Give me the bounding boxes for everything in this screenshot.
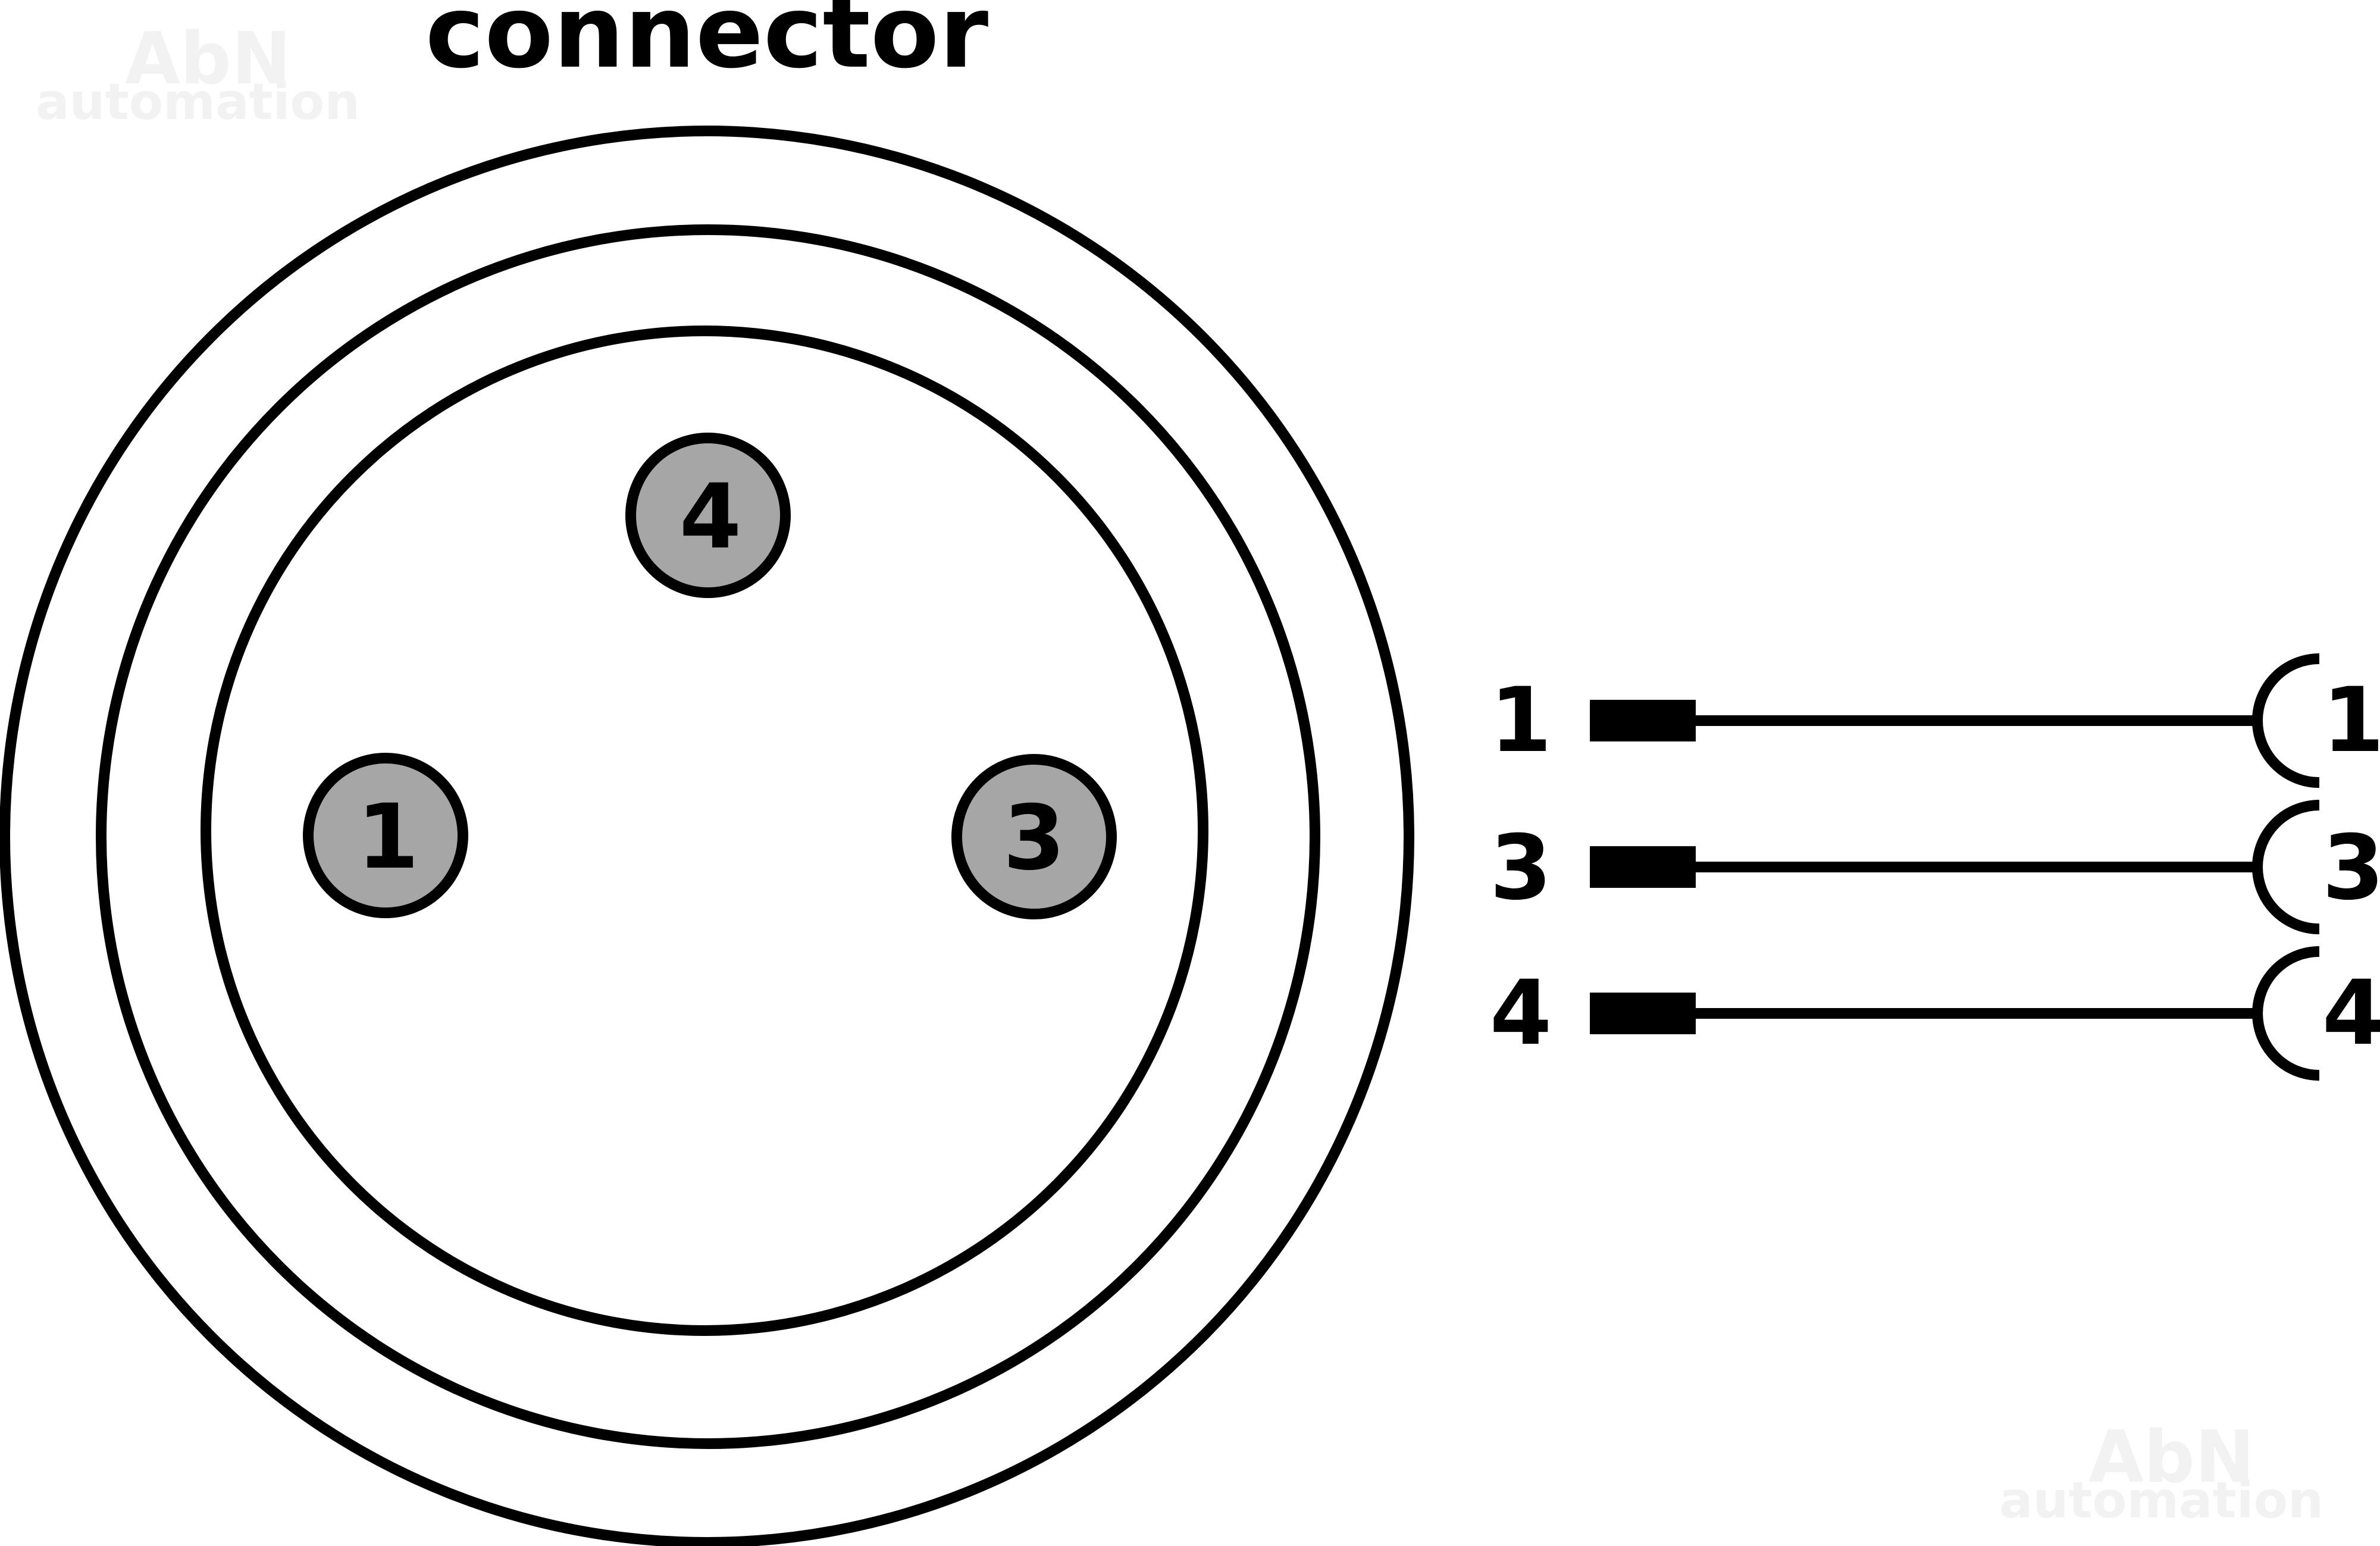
wire-3: 3 3 [1490,800,2380,934]
inner-ring [201,326,1208,1336]
middle-ring [96,224,1320,1449]
wire-4: 4 4 [1490,946,2380,1081]
wire-3-socket-icon [2252,800,2320,934]
wire-4-right-label: 4 [2322,962,2380,1065]
watermark-top-left: AbN automation [36,18,360,131]
wire-3-right-label: 3 [2322,816,2380,920]
wire-3-plug-terminal [1590,846,1696,888]
wire-1: 1 1 [1490,653,2380,788]
watermark-title: AbN [2088,1416,2254,1499]
watermark-title: AbN [125,18,291,101]
wire-1-right-label: 1 [2322,669,2380,772]
pin-4: 4 [625,433,791,598]
pin-3-contact [951,754,1117,919]
wire-1-socket-icon [2252,653,2320,788]
wire-1-plug-terminal [1590,700,1696,741]
pin-4-label: 4 [679,465,741,569]
pin-3: 3 [951,754,1117,919]
wire-3-left-label: 3 [1490,816,1552,920]
watermark-subtitle: automation [1999,1471,2323,1529]
pin-4-contact [625,433,791,598]
connector-face [0,126,1414,1546]
pin-3-label: 3 [1003,787,1065,890]
wire-1-left-label: 1 [1490,669,1552,772]
watermark-bottom-right: AbN automation [1999,1416,2323,1529]
pin-1-label: 1 [357,785,419,889]
watermark-subtitle: automation [36,73,360,131]
pin-1-contact [303,753,468,918]
wire-4-left-label: 4 [1490,962,1552,1065]
pin-1: 1 [303,753,468,918]
wire-4-socket-icon [2252,946,2320,1081]
diagram-title: connector [425,0,988,90]
wire-4-plug-terminal [1590,993,1696,1034]
outer-ring [0,126,1414,1546]
